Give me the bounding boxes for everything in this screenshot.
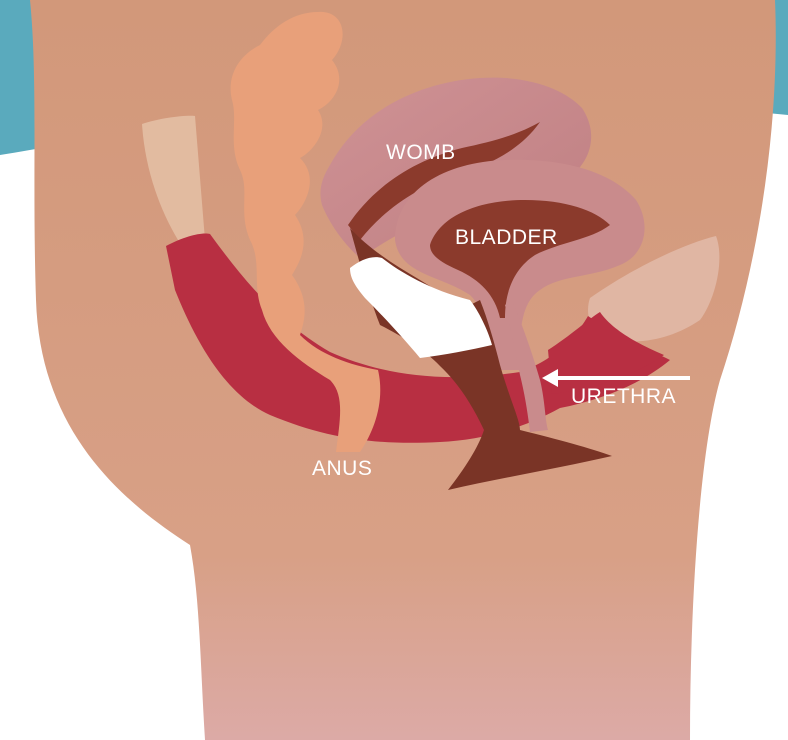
- anus-label: ANUS: [312, 458, 372, 479]
- urethra-label: URETHRA: [571, 386, 676, 407]
- womb-label: WOMB: [386, 142, 456, 163]
- bladder-label: BLADDER: [455, 227, 558, 248]
